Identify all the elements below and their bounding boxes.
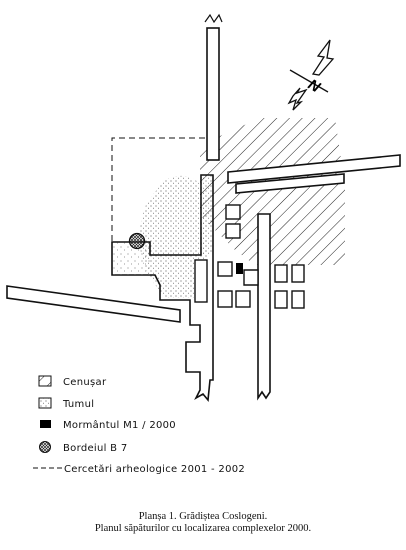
legend-label-grave: Mormântul M1 / 2000 (63, 419, 176, 431)
trench-right (243, 213, 271, 401)
north-label: N (305, 76, 324, 97)
trench-diagonal-left (6, 285, 181, 323)
legend-label-survey: Cercetări arheologice 2001 - 2002 (64, 464, 245, 475)
hut-b7 (128, 232, 146, 250)
caption-title: Planșa 1. Grădiștea Coslogeni. (138, 511, 268, 522)
legend-label-ash: Cenușar (63, 377, 107, 388)
trench-inner-strip (194, 259, 208, 303)
survey-boundary (111, 137, 205, 242)
north-arrow: N (287, 39, 335, 111)
test-pits-right (274, 264, 305, 309)
legend-item-hut: Bordeiul B 7 (39, 441, 128, 454)
caption-subtitle: Planul săpăturilor cu localizarea comple… (94, 523, 312, 534)
test-pits-center (217, 204, 251, 308)
legend-item-tumulus: Tumul (38, 397, 94, 410)
legend-label-hut: Bordeiul B 7 (63, 443, 128, 454)
trench-upper (204, 13, 223, 161)
legend-label-tumulus: Tumul (62, 399, 94, 410)
legend-item-survey: Cercetări arheologice 2001 - 2002 (33, 464, 245, 475)
legend-item-ash: Cenușar (38, 375, 107, 388)
legend: Cenușar Tumul Mormântul M1 / 2000 Bordei… (33, 375, 245, 475)
legend-item-grave: Mormântul M1 / 2000 (40, 419, 176, 431)
trench-main (111, 174, 214, 402)
trench-diagonal-right (227, 154, 401, 194)
grave-m1 (236, 263, 243, 274)
